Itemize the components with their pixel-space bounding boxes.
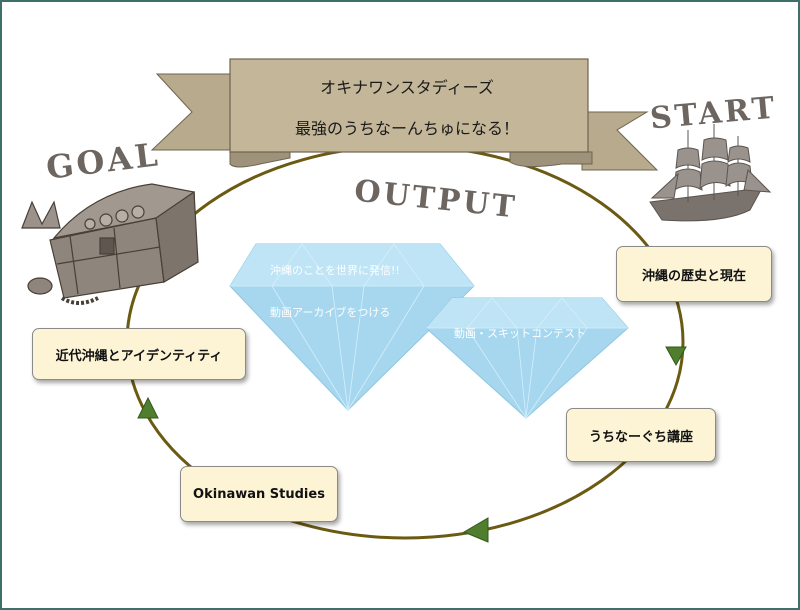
banner-line-2: 最強のうちなーんちゅになる！ (294, 119, 519, 138)
step-modern-okinawa-identity: 近代沖縄とアイデンティティ (32, 328, 246, 380)
step-okinawa-history: 沖縄の歴史と現在 (616, 246, 772, 302)
cycle-arrow-bottom (462, 517, 489, 543)
cycle-arrow-right (665, 346, 687, 367)
diamond-left-line-2: 動画アーカイブをつける (270, 306, 391, 319)
ship-icon (649, 124, 772, 222)
banner-line-1: オキナワンスタディーズ (320, 78, 494, 97)
step-uchinaaguchi-course: うちなーぐち講座 (566, 408, 716, 462)
step-okinawan-studies: Okinawan Studies (180, 466, 338, 522)
cycle-arrow-left (137, 396, 159, 419)
diamond-left-line-1: 沖縄のことを世界に発信!! (270, 264, 400, 277)
diamond-left (229, 243, 475, 411)
title-banner (150, 58, 659, 171)
diamond-right (425, 297, 629, 419)
treasure-chest-icon (21, 183, 199, 305)
diamond-right-line-1: 動画・スキットコンテスト (454, 327, 586, 340)
